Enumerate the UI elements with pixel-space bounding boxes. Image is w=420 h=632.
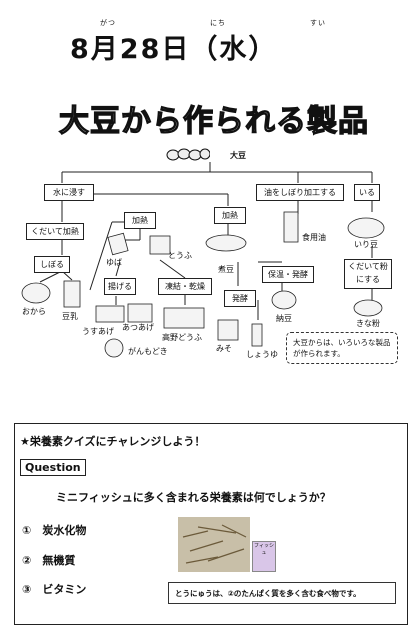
mini-fish-package: フィッシュ <box>252 541 276 572</box>
step-ferment: 発酵 <box>224 290 256 307</box>
mini-fish-photo <box>178 517 250 572</box>
step-boil-strain: くだいて加熱 <box>26 223 84 240</box>
product-atsuage: あつあげ <box>122 323 154 332</box>
step-keep-ferment: 保温・発酵 <box>262 266 314 283</box>
iri-mame-icon <box>347 217 385 239</box>
miso-icon <box>217 319 239 341</box>
date-header: がつ にち すい 8月28日（水） <box>70 18 360 65</box>
date-text: 8月28日（水） <box>70 34 278 65</box>
question-tag: Question <box>20 459 86 476</box>
step-heat-1: 加熱 <box>124 212 156 229</box>
product-koya-tofu: 高野どうふ <box>162 333 202 342</box>
flow-lines <box>39 162 373 320</box>
root-label: 大豆 <box>230 151 246 160</box>
step-freeze-dry: 凍結・乾燥 <box>158 278 212 295</box>
ganmodoki-icon <box>104 338 124 358</box>
product-miso: みそ <box>216 344 232 353</box>
step-grind: くだいて粉にする <box>344 259 392 289</box>
kinako-icon <box>353 299 383 317</box>
step-fry: 揚げる <box>104 278 136 295</box>
atsuage-icon <box>127 303 153 323</box>
quiz-heading: ★栄養素クイズにチャレンジしよう！ <box>20 435 206 448</box>
product-oil: 食用油 <box>302 233 326 242</box>
ruby-month: がつ <box>100 19 116 27</box>
product-nimame: 煮豆 <box>218 265 234 274</box>
product-yuba: ゆば <box>106 258 122 267</box>
quiz-panel <box>14 423 408 625</box>
option-1: ① 炭水化物 <box>22 524 87 537</box>
shoyu-icon <box>251 323 263 347</box>
step-roast: いる <box>354 184 380 201</box>
ruby-day: にち <box>210 19 226 27</box>
diagram-note: 大豆からは、いろいろな製品が作られます。 <box>286 332 398 364</box>
product-soymilk: 豆乳 <box>62 312 78 321</box>
step-squeeze: しぼる <box>34 256 70 273</box>
tofu-icon <box>149 235 171 255</box>
natto-icon <box>271 290 297 310</box>
ruby-weekday: すい <box>310 19 326 27</box>
option-2: ② 無機質 <box>22 554 76 567</box>
oil-icon <box>283 211 299 243</box>
yuba-icon <box>107 232 129 256</box>
nimame-icon <box>205 234 247 252</box>
step-soak: 水に浸す <box>44 184 94 201</box>
option-3: ③ ビタミン <box>22 583 87 596</box>
step-press-oil: 油をしぼり加工する <box>256 184 344 201</box>
product-usuage: うすあげ <box>82 327 114 336</box>
product-okara: おから <box>22 307 46 316</box>
okara-icon <box>21 282 51 304</box>
usuage-icon <box>95 305 125 323</box>
diagram-title: 大豆から作られる製品 <box>58 103 369 139</box>
product-ganmodoki: がんもどき <box>128 347 168 356</box>
product-iri-mame: いり豆 <box>354 240 378 249</box>
step-heat-2: 加熱 <box>214 207 246 224</box>
product-kinako: きな粉 <box>356 319 380 328</box>
soymilk-icon <box>63 280 81 308</box>
quiz-answer: とうにゅうは、②のたんぱく質を多く含む食べ物です。 <box>168 582 396 604</box>
koya-tofu-icon <box>163 307 205 329</box>
product-illustrations <box>21 211 385 358</box>
question-text: ミニフィッシュに多く含まれる栄養素は何でしょうか？ <box>56 491 331 504</box>
product-natto: 納豆 <box>276 314 292 323</box>
product-tofu: とうふ <box>168 251 192 260</box>
soybean-icon <box>166 146 211 162</box>
product-shoyu: しょうゆ <box>246 350 278 359</box>
